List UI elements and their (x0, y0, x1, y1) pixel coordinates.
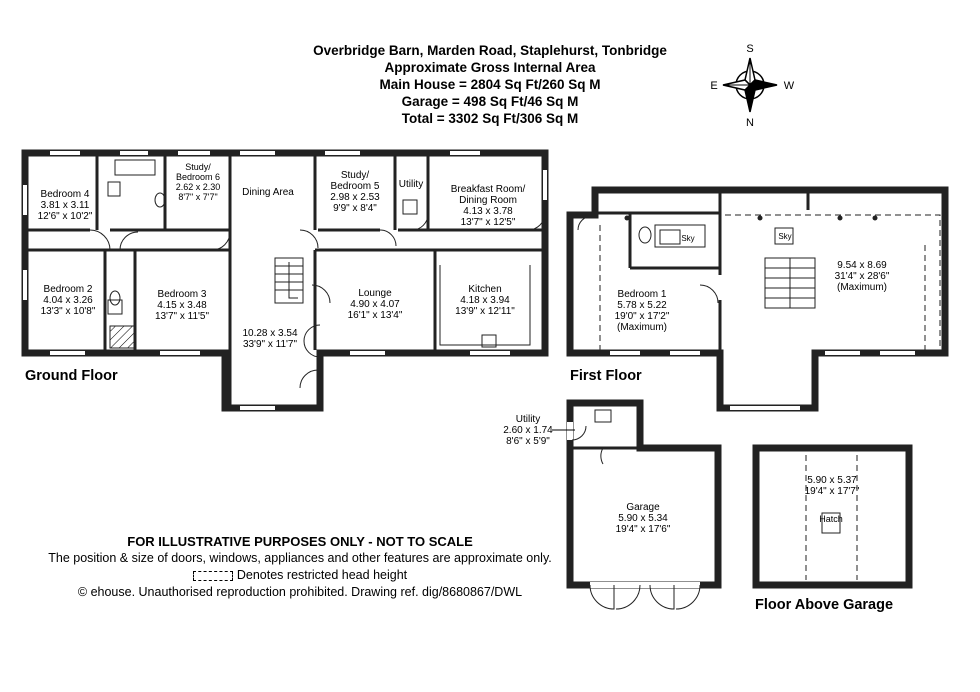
skylight-1: Sky (681, 234, 694, 243)
copyright: © ehouse. Unauthorised reproduction proh… (77, 585, 523, 599)
svg-text:(Maximum): (Maximum) (837, 282, 887, 293)
svg-text:Hatch: Hatch (819, 514, 843, 524)
garage-labels: Utility 2.60 x 1.74 8'6" x 5'9" Garage 5… (503, 414, 671, 535)
svg-text:Utility: Utility (399, 179, 423, 190)
svg-text:(Maximum): (Maximum) (617, 322, 667, 333)
svg-text:Garage: Garage (626, 502, 660, 513)
svg-text:13'7" x 12'5": 13'7" x 12'5" (461, 217, 516, 228)
garage-walls (566, 399, 722, 610)
svg-text:4.04 x 3.26: 4.04 x 3.26 (43, 295, 93, 306)
main-house-area: Main House = 2804 Sq Ft/260 Sq M (379, 77, 601, 92)
svg-text:19'4" x 17'6": 19'4" x 17'6" (616, 524, 671, 535)
svg-text:9'9" x 8'4": 9'9" x 8'4" (333, 203, 377, 214)
svg-text:9.54 x 8.69: 9.54 x 8.69 (837, 260, 887, 271)
svg-text:13'7" x 11'5": 13'7" x 11'5" (155, 311, 210, 322)
garage-area: Garage = 498 Sq Ft/46 Sq M (401, 94, 579, 109)
compass-icon (722, 57, 778, 113)
svg-text:Study/: Study/ (185, 162, 211, 172)
svg-text:2.98 x 2.53: 2.98 x 2.53 (330, 192, 380, 203)
area-title: Approximate Gross Internal Area (384, 60, 596, 75)
floor-above-garage-labels: 5.90 x 5.37 19'4" x 17'7" Hatch (805, 475, 860, 524)
svg-text:2.60 x 1.74: 2.60 x 1.74 (503, 425, 553, 436)
svg-text:Bedroom 4: Bedroom 4 (41, 189, 90, 200)
floor-above-garage-label: Floor Above Garage (755, 597, 894, 613)
svg-text:19'4" x 17'7": 19'4" x 17'7" (805, 486, 860, 497)
svg-text:Bedroom 6: Bedroom 6 (176, 172, 220, 182)
disclaimer: FOR ILLUSTRATIVE PURPOSES ONLY - NOT TO … (127, 534, 473, 549)
floor-above-garage-walls (752, 444, 913, 589)
svg-text:3.81 x 3.11: 3.81 x 3.11 (41, 200, 90, 211)
legend: Denotes restricted head height (20, 567, 580, 584)
svg-text:5.78 x 5.22: 5.78 x 5.22 (617, 300, 667, 311)
svg-text:4.18 x 3.94: 4.18 x 3.94 (460, 295, 510, 306)
compass-n: N (746, 117, 754, 129)
address-title: Overbridge Barn, Marden Road, Staplehurs… (313, 43, 667, 58)
svg-text:Bedroom 1: Bedroom 1 (618, 289, 667, 300)
svg-text:Bedroom 5: Bedroom 5 (331, 181, 380, 192)
svg-text:8'7" x 7'7": 8'7" x 7'7" (178, 192, 217, 202)
svg-text:13'3" x 10'8": 13'3" x 10'8" (41, 306, 96, 317)
svg-text:8'6" x 5'9": 8'6" x 5'9" (506, 436, 550, 447)
ground-floor-labels: Bedroom 4 3.81 x 3.11 12'6" x 10'2" Stud… (38, 162, 526, 350)
svg-text:Kitchen: Kitchen (468, 284, 501, 295)
svg-text:Dining Area: Dining Area (242, 187, 294, 198)
svg-text:10.28 x 3.54: 10.28 x 3.54 (242, 328, 297, 339)
svg-text:Bedroom 2: Bedroom 2 (44, 284, 93, 295)
svg-text:33'9" x 11'7": 33'9" x 11'7" (243, 339, 298, 350)
restricted-head-height-icon (192, 570, 233, 581)
notes-block: FOR ILLUSTRATIVE PURPOSES ONLY - NOT TO … (20, 533, 580, 601)
first-floor-walls (566, 186, 949, 412)
skylight-2: Sky (778, 232, 791, 241)
svg-text:4.13 x 3.78: 4.13 x 3.78 (463, 206, 513, 217)
compass-e: E (710, 80, 717, 92)
svg-text:31'4" x 28'6": 31'4" x 28'6" (835, 271, 890, 282)
legend-text: Denotes restricted head height (236, 568, 408, 582)
svg-text:5.90 x 5.37: 5.90 x 5.37 (807, 475, 857, 486)
svg-text:Study/: Study/ (341, 170, 370, 181)
compass-s: S (746, 43, 753, 55)
total-area: Total = 3302 Sq Ft/306 Sq M (401, 111, 579, 126)
svg-text:16'1" x 13'4": 16'1" x 13'4" (348, 310, 403, 321)
svg-text:12'6" x 10'2": 12'6" x 10'2" (38, 211, 93, 222)
position-note: The position & size of doors, windows, a… (48, 551, 552, 565)
svg-text:Breakfast Room/: Breakfast Room/ (451, 184, 526, 195)
svg-text:4.90 x 4.07: 4.90 x 4.07 (350, 299, 400, 310)
first-floor-label: First Floor (570, 368, 642, 384)
svg-text:13'9" x 12'11": 13'9" x 12'11" (455, 306, 515, 317)
svg-text:19'0" x 17'2": 19'0" x 17'2" (615, 311, 670, 322)
compass-w: W (784, 80, 795, 92)
ground-floor-label: Ground Floor (25, 368, 118, 384)
svg-text:Utility: Utility (516, 414, 540, 425)
ground-floor-walls (21, 149, 549, 412)
svg-text:Bedroom 3: Bedroom 3 (158, 289, 207, 300)
svg-text:5.90 x 5.34: 5.90 x 5.34 (618, 513, 668, 524)
first-floor-labels: Sky Sky Bedroom 1 5.78 x 5.22 19'0" x 17… (615, 232, 890, 333)
svg-text:Dining Room: Dining Room (459, 195, 517, 206)
svg-text:2.62 x 2.30: 2.62 x 2.30 (176, 182, 221, 192)
svg-text:Lounge: Lounge (358, 288, 392, 299)
svg-text:4.15 x 3.48: 4.15 x 3.48 (157, 300, 207, 311)
